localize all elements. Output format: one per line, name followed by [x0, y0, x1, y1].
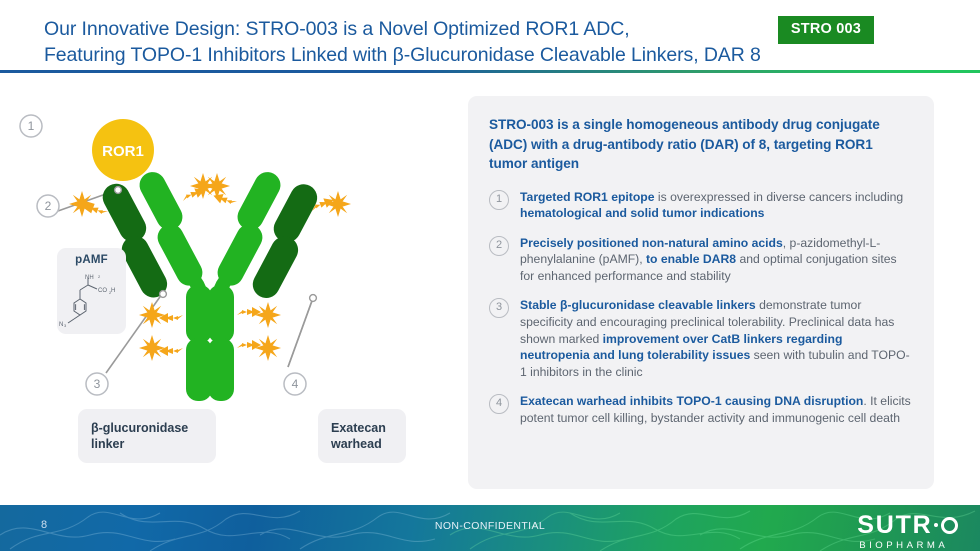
antibody-illustration: ROR1 1 2 3 4 [19, 114, 351, 401]
panel-points-list: 1 Targeted ROR1 epitope is overexpressed … [489, 189, 914, 427]
status-badge: STRO 003 [777, 16, 874, 44]
panel-point: 2 Precisely positioned non-natural amino … [489, 235, 914, 285]
pamf-label: pAMF [75, 254, 108, 266]
callout-1-label: 1 [28, 119, 35, 133]
callout-2 [36, 194, 60, 218]
title-line-2: Featuring TOPO-1 Inhibitors Linked with … [44, 44, 761, 66]
antibody-right-arm [213, 172, 318, 298]
label-glucuronidase-linker: β-glucuronidase linker [78, 409, 216, 463]
svg-text:N: N [59, 322, 63, 328]
panel-point-text: Stable β-glucuronidase cleavable linkers… [520, 298, 910, 379]
antibody-fc-region [186, 285, 234, 401]
pamf-structure-icon: NH 2 CO 2 H N 3 [59, 274, 115, 328]
pamf-inset: pAMF NH 2 CO 2 H N 3 [57, 248, 126, 334]
svg-text:3: 3 [64, 323, 67, 328]
panel-point-text: Targeted ROR1 epitope is overexpressed i… [520, 189, 904, 221]
panel-point: 3 Stable β-glucuronidase cleavable linker… [489, 297, 914, 380]
info-panel: STRO-003 is a single homogeneous antibod… [468, 96, 934, 489]
logo-wordmark: SUTR [857, 511, 933, 539]
panel-heading: STRO-003 is a single homogeneous antibod… [489, 117, 880, 171]
callout-4 [283, 372, 307, 396]
logo-dot-icon [933, 522, 938, 528]
logo-tagline: BIOPHARMA [859, 540, 949, 551]
callout-1 [19, 114, 43, 138]
slide-footer: 8 NON-CONFIDENTIAL SUTR BIOPHARMA [0, 505, 980, 551]
panel-point: 4 Exatecan warhead inhibits TOPO-1 causin… [489, 393, 914, 426]
ror1-antigen-label: ROR1 [102, 143, 144, 160]
sutro-logo: SUTR BIOPHARMA [857, 513, 958, 551]
panel-point-text: Precisely positioned non-natural amino a… [520, 235, 897, 283]
callout-2-label: 2 [45, 199, 52, 213]
svg-text:NH: NH [85, 275, 94, 281]
anchor-dot-4 [308, 293, 318, 303]
panel-point-number: 2 [489, 235, 509, 256]
logo-ring-icon [941, 516, 958, 534]
callout-3-label: 3 [94, 377, 101, 391]
anchor-dot-3 [158, 289, 168, 299]
header-divider [0, 70, 980, 73]
slide-header: Our Innovative Design: STRO-003 is a Nov… [0, 0, 980, 72]
panel-point-text: Exatecan warhead inhibits TOPO-1 causing… [520, 394, 911, 426]
adc-diagram: ROR1 1 2 3 4 pAMF [0, 76, 460, 496]
label-exatecan-warhead: Exatecan warhead [318, 409, 406, 463]
callout-4-label: 4 [292, 377, 299, 391]
ror1-antigen [92, 119, 154, 181]
callout-3 [85, 372, 109, 396]
panel-point-number: 1 [489, 189, 509, 210]
title-line-1: Our Innovative Design: STRO-003 is a Nov… [44, 18, 630, 40]
svg-text:H: H [111, 288, 115, 294]
svg-text:2: 2 [98, 274, 101, 279]
antibody-left-arm [102, 172, 207, 298]
page-title: Our Innovative Design: STRO-003 is a Nov… [44, 16, 874, 68]
footer-texture [0, 510, 976, 551]
anchor-dot-2 [113, 185, 123, 195]
panel-point-number: 3 [489, 298, 509, 319]
page-number: 8 [41, 519, 48, 531]
svg-text:CO: CO [98, 288, 107, 294]
confidentiality-notice: NON-CONFIDENTIAL [434, 520, 546, 532]
svg-text:2: 2 [109, 290, 112, 295]
panel-point: 1 Targeted ROR1 epitope is overexpressed … [489, 189, 914, 222]
panel-point-number: 4 [489, 394, 509, 415]
